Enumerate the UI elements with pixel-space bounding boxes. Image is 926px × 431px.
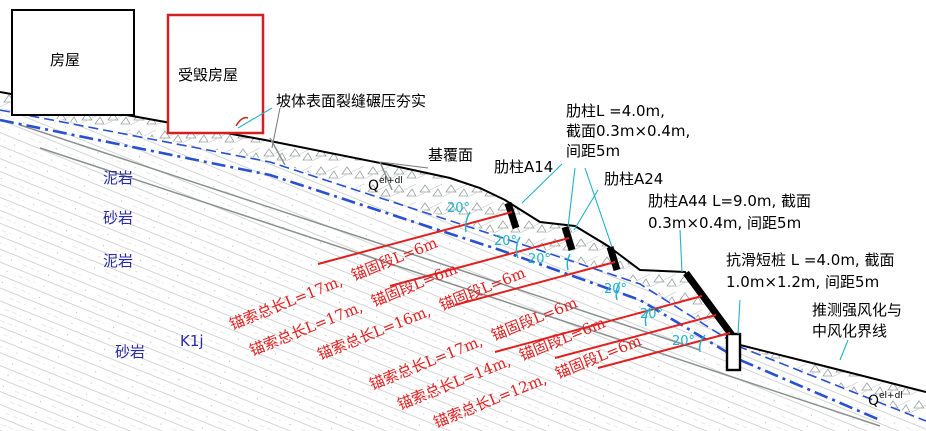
bedrock-surface-label: 基覆面	[428, 146, 473, 164]
angle-label: 20°	[672, 334, 695, 349]
rib-spec-line-2: 截面0.3m×0.4m,	[566, 122, 690, 140]
quaternary-label: Q	[868, 393, 879, 409]
slip-traces	[19, 124, 881, 427]
stratum-mudstone-label: 泥岩	[103, 252, 133, 270]
house	[11, 9, 135, 116]
house-label: 房屋	[50, 51, 80, 69]
pile-spec-line-2: 1.0m×1.2m, 间距5m	[726, 273, 879, 291]
quaternary-superscript: el+dl	[879, 391, 903, 401]
rib-spec-line-1: 肋柱L =4.0m,	[566, 102, 665, 120]
stratum-mudstone-label: 泥岩	[103, 169, 133, 187]
crack-mark	[235, 116, 249, 127]
gray-leader-lines	[271, 107, 429, 169]
damaged-house-label: 受毁房屋	[178, 66, 238, 84]
soil-cover	[0, 92, 926, 420]
stratum-sandstone-label: 砂岩	[115, 343, 145, 361]
rib-a44-line-1: 肋柱A44 L=9.0m, 截面	[648, 192, 811, 210]
formation-label: K1j	[180, 332, 204, 350]
anti-slide-pile	[725, 332, 742, 372]
angle-label: 20°	[447, 201, 470, 216]
rib-columns	[504, 201, 737, 341]
damaged-house	[166, 13, 265, 135]
angle-label: 20°	[640, 307, 663, 322]
anchor-lines	[317, 211, 731, 369]
rib-a14-label: 肋柱A14	[494, 158, 553, 176]
bedrock-boundary	[0, 109, 926, 422]
angle-label: 20°	[528, 252, 551, 267]
rib-column-a44	[683, 270, 737, 341]
rib-spec-line-3: 间距5m	[566, 142, 620, 160]
quaternary-label: Q	[368, 178, 379, 194]
weathering-line-1: 推测强风化与	[812, 301, 902, 319]
crack-compaction-label: 坡体表面裂缝碾压夯实	[276, 92, 426, 110]
angle-label: 20°	[494, 234, 517, 249]
angle-label: 20°	[604, 282, 627, 297]
weathering-line-2: 中风化界线	[812, 322, 887, 340]
angle-markers	[464, 211, 706, 353]
rib-a44-line-2: 0.3m×0.4m, 间距5m	[648, 214, 801, 232]
rock-mass	[0, 108, 926, 431]
rib-column-a34	[606, 245, 621, 272]
leader-lines	[237, 107, 849, 361]
quaternary-superscript: el+dl	[379, 176, 403, 186]
stratum-sandstone-label: 砂岩	[103, 209, 133, 227]
pile-spec-line-1: 抗滑短桩 L =4.0m, 截面	[726, 251, 894, 269]
rib-a24-label: 肋柱A24	[604, 170, 663, 188]
rib-column-a14	[504, 201, 520, 230]
